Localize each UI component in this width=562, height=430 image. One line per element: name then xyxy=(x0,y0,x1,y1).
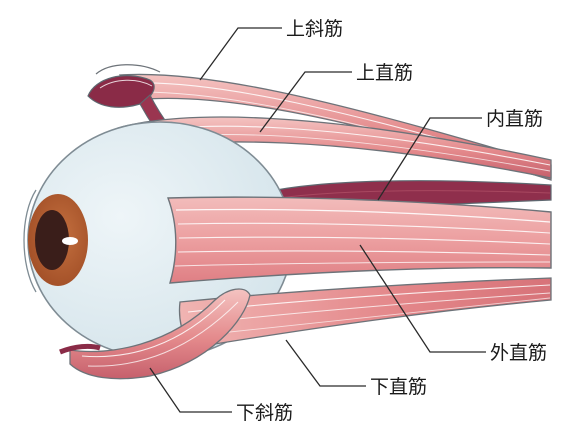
label-inferior-oblique: 下斜筋 xyxy=(236,402,293,424)
pupil-highlight xyxy=(62,237,78,245)
leader-inferior-rectus xyxy=(286,340,366,386)
label-lateral-rectus: 外直筋 xyxy=(490,342,547,364)
label-medial-rectus: 内直筋 xyxy=(486,108,543,130)
lateral-rectus-muscle xyxy=(168,197,551,283)
label-inferior-rectus: 下直筋 xyxy=(370,376,427,398)
label-superior-oblique: 上斜筋 xyxy=(286,18,343,40)
leader-superior-oblique xyxy=(200,28,282,80)
label-superior-rectus: 上直筋 xyxy=(356,62,413,84)
iris xyxy=(28,194,88,286)
leader-inferior-oblique xyxy=(150,368,232,412)
